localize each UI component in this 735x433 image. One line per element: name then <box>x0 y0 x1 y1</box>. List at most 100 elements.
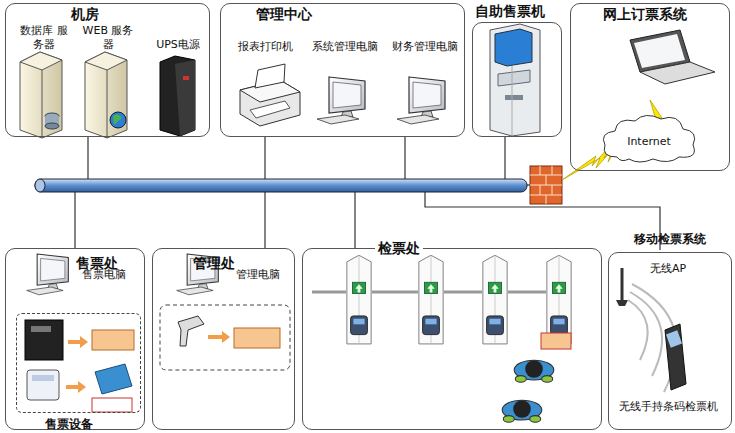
illustration-part <box>95 364 132 394</box>
illustration-part <box>25 254 134 412</box>
illustration-part <box>160 305 290 370</box>
illustration-part <box>42 70 43 138</box>
illustration-part <box>502 400 542 422</box>
illustration-part <box>240 64 300 126</box>
illustration-part <box>640 62 715 84</box>
device-label: 无线手持条码检票机 <box>608 400 728 414</box>
illustration-part <box>27 370 59 400</box>
illustration-part <box>354 192 355 248</box>
cloud-outline <box>603 115 694 162</box>
illustration-part <box>312 291 346 294</box>
illustration-part <box>87 137 88 180</box>
region-box: 管理中心 <box>220 3 465 137</box>
illustration-part <box>546 195 547 204</box>
illustration-part <box>255 64 285 88</box>
device-label: UPS电源 <box>143 38 213 52</box>
illustration-part <box>20 52 62 138</box>
illustration-part <box>35 179 527 192</box>
illustration-part <box>505 95 523 100</box>
illustration-part <box>665 324 686 390</box>
illustration-part <box>317 77 365 124</box>
illustration-part <box>530 166 562 204</box>
illustration-part <box>666 330 682 347</box>
device-label: 财务管理电脑 <box>385 40 465 54</box>
illustration-part <box>616 268 686 392</box>
illustration-part <box>85 52 127 138</box>
illustration-part <box>45 123 59 129</box>
illustration-part <box>250 101 290 118</box>
illustration-part <box>35 179 45 192</box>
illustration-part <box>234 328 280 348</box>
illustration-part <box>264 137 265 180</box>
illustration-part <box>634 34 685 68</box>
illustration-part <box>183 76 189 80</box>
illustration-part <box>20 52 62 70</box>
illustration-part <box>547 255 571 344</box>
region-box: 检票处 <box>302 248 602 430</box>
illustration-part <box>178 316 204 346</box>
illustration-part <box>175 60 195 136</box>
device-label: 报表打印机 <box>225 40 305 54</box>
cloud-label: Internet <box>627 135 671 148</box>
region-title: 售票设备 <box>45 416 93 433</box>
region-box: 售票设备 <box>16 313 141 413</box>
illustration-part <box>546 175 547 185</box>
illustration-part <box>514 360 554 382</box>
illustration-part <box>208 331 230 343</box>
region-title: 管理处 <box>193 255 235 273</box>
region-box: 网上订票系统 Internet <box>570 3 730 171</box>
illustration-part <box>264 192 265 248</box>
illustration-part <box>240 80 300 126</box>
illustration-part <box>540 166 541 175</box>
illustration-part <box>483 255 507 344</box>
illustration-part <box>444 291 482 294</box>
illustration-part <box>85 52 127 70</box>
device-label: 售票电脑 <box>74 268 134 282</box>
region-box: 机房 <box>5 3 210 137</box>
illustration-part <box>530 166 562 204</box>
illustration-part <box>75 137 660 250</box>
illustration-part <box>621 268 624 300</box>
illustration-part <box>110 112 126 128</box>
illustration-part <box>20 52 195 138</box>
illustration-part <box>107 70 108 138</box>
illustration-part <box>628 300 648 360</box>
region-title: 检票处 <box>375 240 423 258</box>
illustration-part <box>508 291 546 294</box>
device-label: 系统管理电脑 <box>305 40 385 54</box>
illustration-part <box>113 114 122 125</box>
illustration-part <box>504 137 505 180</box>
device-label: 数据库 服务器 <box>18 24 70 52</box>
illustration-part <box>397 77 445 124</box>
region-title: 自助售票机 <box>475 3 545 21</box>
region-title: 网上订票系统 <box>603 6 687 24</box>
illustration-part <box>31 326 51 332</box>
region-title: 机房 <box>71 6 99 24</box>
illustration-part <box>541 333 571 349</box>
illustration-part <box>27 254 69 295</box>
illustration-part <box>498 70 530 86</box>
illustration-part <box>92 330 134 350</box>
illustration-part <box>490 24 540 136</box>
illustration-part <box>66 381 86 393</box>
illustration-part <box>312 255 571 422</box>
illustration-part <box>512 66 513 136</box>
illustration-part <box>630 292 662 376</box>
illustration-part <box>160 56 195 136</box>
cloud-node: Internet <box>599 113 699 165</box>
illustration-part <box>160 254 290 370</box>
illustration-part <box>616 300 628 306</box>
illustration-part <box>74 192 75 248</box>
illustration-part <box>552 166 553 175</box>
illustration-part <box>25 320 63 360</box>
region-box: 自助售票机 <box>472 22 562 137</box>
illustration-part <box>32 375 54 381</box>
device-label: WEB 服务器 <box>80 24 136 52</box>
illustration-part <box>419 255 443 344</box>
illustration-part <box>540 185 541 195</box>
illustration-part <box>495 29 532 66</box>
region-title: 移动检票系统 <box>634 231 706 248</box>
illustration-part <box>372 291 418 294</box>
